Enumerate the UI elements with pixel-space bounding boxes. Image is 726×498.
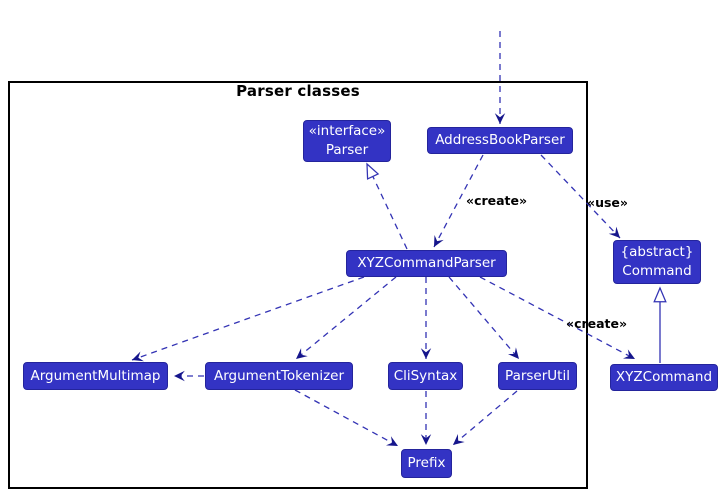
- diagram-title: Parser classes: [236, 82, 360, 100]
- class-node-addressbookparser: AddressBookParser: [427, 127, 573, 154]
- class-name-xyzcommand: XYZCommand: [615, 369, 713, 386]
- class-name-argumenttokenizer: ArgumentTokenizer: [213, 367, 345, 384]
- class-node-xyzcommand: XYZCommand: [610, 364, 718, 391]
- stereotype-interface: «interface»: [308, 123, 386, 140]
- class-name-argumentmultimap: ArgumentMultimap: [30, 367, 161, 384]
- class-name-command: Command: [622, 263, 692, 279]
- class-name-parser: Parser: [325, 142, 369, 158]
- class-node-parserutil: ParserUtil: [498, 362, 577, 390]
- class-node-xyzcommandparser: XYZCommandParser: [346, 250, 507, 277]
- edge-label-use-addressbookparser: «use»: [587, 195, 628, 210]
- class-node-argumenttokenizer: ArgumentTokenizer: [205, 362, 353, 390]
- class-node-command-abstract: {abstract} Command: [613, 240, 701, 284]
- class-name-xyzcommandparser: XYZCommandParser: [357, 255, 496, 272]
- class-node-parser-interface: «interface» Parser: [303, 120, 391, 162]
- class-name-clisyntax: CliSyntax: [393, 367, 458, 384]
- class-name-prefix: Prefix: [407, 455, 446, 472]
- class-node-clisyntax: CliSyntax: [388, 362, 463, 390]
- class-name-parserutil: ParserUtil: [505, 367, 570, 384]
- class-node-argumentmultimap: ArgumentMultimap: [23, 362, 168, 390]
- edge-label-create-xyzcommandparser: «create»: [566, 316, 628, 331]
- class-node-prefix: Prefix: [401, 449, 452, 478]
- stereotype-abstract: {abstract}: [620, 244, 694, 261]
- class-name-addressbookparser: AddressBookParser: [435, 132, 565, 149]
- edge-label-create-addressbookparser: «create»: [466, 193, 528, 208]
